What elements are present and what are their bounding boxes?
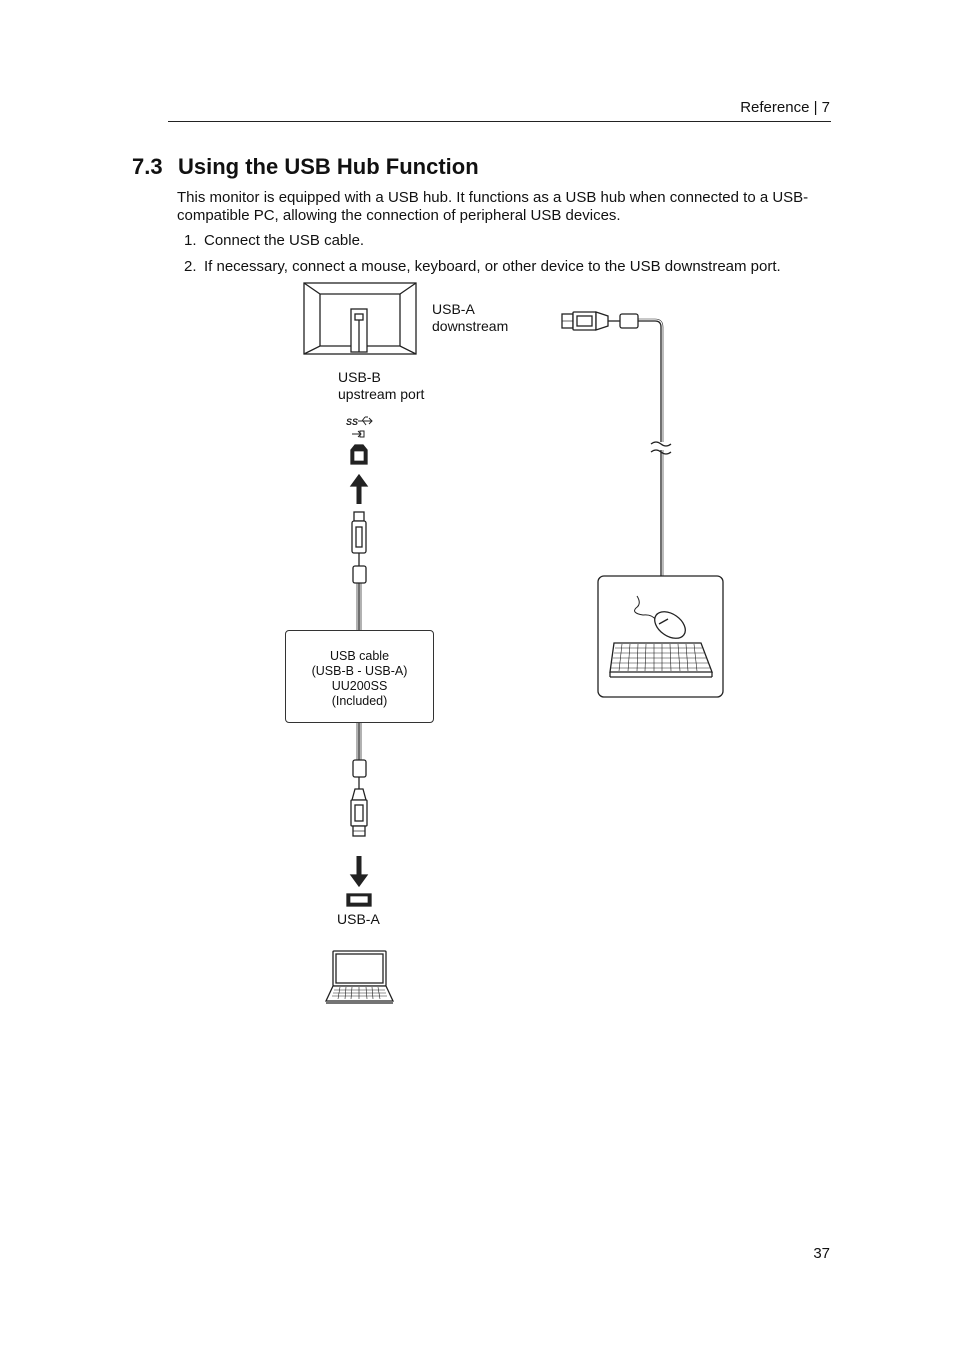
- usb-a-plug-icon: [350, 723, 368, 837]
- keyboard-icon: [609, 642, 713, 678]
- usb-cable-callout: USB cable (USB-B - USB-A) UU200SS (Inclu…: [285, 630, 434, 723]
- label-line: downstream: [432, 318, 509, 334]
- page-header: Reference | 7: [740, 99, 830, 116]
- usb-a-label: USB-A: [337, 911, 380, 927]
- laptop-icon: [324, 950, 395, 1004]
- step-2: 2. If necessary, connect a mouse, keyboar…: [184, 258, 781, 276]
- arrow-up-icon: [349, 473, 369, 504]
- step-1: 1. Connect the USB cable.: [184, 232, 364, 250]
- peripheral-devices-icon: [597, 575, 724, 698]
- label-line: upstream port: [338, 386, 425, 402]
- cable-line: USB cable: [329, 649, 390, 663]
- page-number: 37: [813, 1245, 830, 1262]
- usb-ss-logo-icon: [358, 416, 373, 426]
- header-divider: [168, 121, 831, 122]
- port-indicator-icon: [352, 430, 365, 438]
- section-title-text: Using the USB Hub Function: [178, 154, 479, 179]
- label-line: USB-A: [432, 301, 475, 317]
- usb-b-port-icon: [350, 444, 368, 465]
- usb-a-port-icon: [346, 893, 372, 907]
- step-text: Connect the USB cable.: [204, 232, 365, 249]
- arrow-down-icon: [349, 856, 369, 888]
- usb-a-downstream-label: USB-A downstream: [432, 301, 508, 335]
- cable-line: (USB-B - USB-A): [311, 664, 408, 678]
- section-title: 7.3 Using the USB Hub Function: [132, 154, 479, 180]
- label-line: USB-B: [338, 369, 381, 385]
- step-number: 1.: [184, 232, 197, 249]
- step-number: 2.: [184, 258, 197, 275]
- usb-b-plug-icon: [351, 511, 367, 630]
- downstream-usb-a-plug-icon: [561, 311, 672, 576]
- mouse-icon: [654, 611, 686, 639]
- intro-paragraph: This monitor is equipped with a USB hub.…: [177, 189, 809, 224]
- section-number: 7.3: [132, 154, 163, 179]
- ss-logo-text: SS: [346, 417, 358, 427]
- cable-line: UU200SS: [331, 679, 388, 693]
- usb-b-upstream-label: USB-B upstream port: [338, 369, 424, 403]
- cable-line: (Included): [331, 694, 388, 708]
- monitor-rear-icon: [303, 282, 417, 355]
- step-text: If necessary, connect a mouse, keyboard,…: [204, 258, 781, 275]
